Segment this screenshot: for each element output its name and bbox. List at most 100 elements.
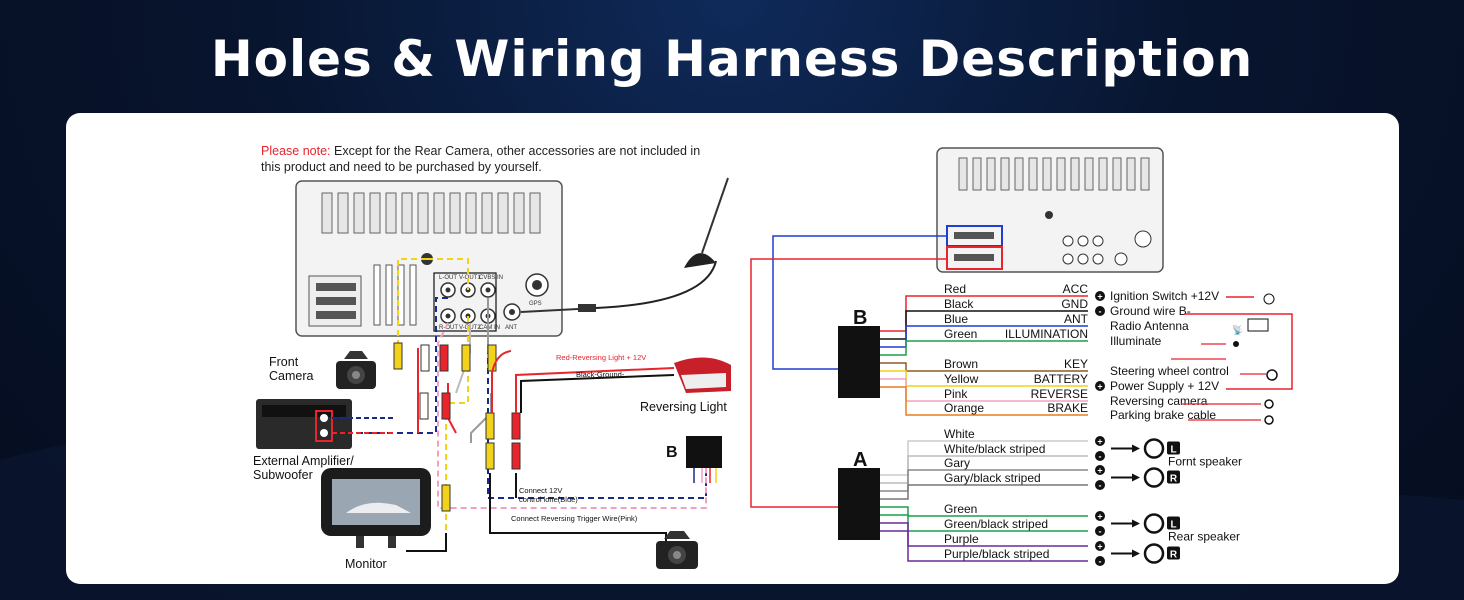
polarity-mark bbox=[1095, 541, 1105, 551]
reversing-light-wires bbox=[489, 350, 675, 548]
port-gps-label: GPS bbox=[529, 301, 542, 307]
b-wire-color: Yellow bbox=[944, 372, 979, 386]
polarity-mark bbox=[1095, 306, 1105, 316]
b-wire-function: ILLUMINATION bbox=[1005, 327, 1088, 341]
blue-route-line bbox=[772, 235, 947, 370]
port-lout-label: L-OUT bbox=[439, 275, 457, 281]
a-wire-line bbox=[880, 469, 1088, 492]
a-wire-name: White/black striped bbox=[944, 442, 1045, 456]
head-unit-back-right bbox=[936, 147, 1164, 273]
speaker-label: Fornt speaker bbox=[1168, 455, 1242, 469]
b-wire-color: Red bbox=[944, 282, 966, 296]
polarity-mark bbox=[1095, 480, 1105, 490]
speaker-side-badge bbox=[1167, 546, 1180, 560]
polarity-mark bbox=[1095, 465, 1105, 475]
camera-icon bbox=[1264, 399, 1274, 409]
speaker-side: L bbox=[1170, 520, 1176, 531]
b-wire-line bbox=[880, 310, 1088, 340]
reversing-light-icon bbox=[674, 357, 731, 393]
a-wire-line bbox=[880, 530, 1088, 562]
a-wire-row: Gary + bbox=[880, 456, 1105, 492]
b-wire-line bbox=[880, 325, 1088, 348]
b-wire-color: Orange bbox=[944, 401, 984, 415]
speaker-icon bbox=[1143, 467, 1165, 488]
a-wire-name: Gary bbox=[944, 456, 970, 470]
a-wire-row: Green/black striped - bbox=[880, 514, 1105, 537]
b-wire-color: Blue bbox=[944, 312, 968, 326]
b-wire-color: Pink bbox=[944, 387, 968, 401]
arrow-head-icon bbox=[1132, 473, 1140, 482]
front-camera-label-1: Front bbox=[269, 355, 299, 369]
polarity-mark bbox=[1095, 511, 1105, 521]
polarity-mark bbox=[1095, 291, 1105, 301]
speaker-side: R bbox=[1170, 550, 1178, 561]
b-wire-function: ANT bbox=[1064, 312, 1089, 326]
a-wire-name: Green/black striped bbox=[944, 517, 1048, 531]
b-wire-color: Green bbox=[944, 327, 977, 341]
b-wire-color: Black bbox=[944, 297, 974, 311]
polarity-symbol: - bbox=[1099, 527, 1102, 537]
b-wire-description: Power Supply + 12V bbox=[1110, 379, 1219, 393]
port-vout1-label: V-OUT1 bbox=[459, 275, 481, 281]
red-wire-label: Red-Reversing Light + 12V bbox=[556, 353, 646, 362]
a-wire-line bbox=[880, 484, 1088, 500]
polarity-symbol: + bbox=[1097, 542, 1102, 552]
small-connector-b-label: B bbox=[666, 444, 678, 461]
red-route-line bbox=[750, 258, 947, 508]
note-body: Except for the Rear Camera, other access… bbox=[261, 144, 701, 174]
b-wire-function: KEY bbox=[1064, 357, 1088, 371]
antenna-icon bbox=[520, 177, 729, 313]
a-wire-line bbox=[880, 506, 1088, 517]
battery-return-line bbox=[1184, 313, 1293, 390]
monitor-label: Monitor bbox=[345, 557, 387, 571]
a-wire-name: Purple/black striped bbox=[944, 547, 1049, 561]
a-wire-row: Purple/black striped - bbox=[880, 530, 1105, 567]
b-wire-description: Ground wire B- bbox=[1110, 304, 1191, 318]
speaker-side: L bbox=[1170, 445, 1176, 456]
connector-b: B bbox=[838, 307, 880, 398]
polarity-symbol: + bbox=[1097, 292, 1102, 302]
b-wire-function: ACC bbox=[1063, 282, 1089, 296]
rca-plugs bbox=[393, 342, 521, 512]
arrow-head-icon bbox=[1132, 519, 1140, 528]
brake-icon bbox=[1264, 415, 1274, 425]
connect-12v-label-2: control lone(Blue) bbox=[519, 495, 578, 504]
speaker-icon bbox=[1143, 513, 1165, 534]
connect-12v-label-1: Connect 12V bbox=[519, 486, 562, 495]
amplifier-label-2: Subwoofer bbox=[253, 468, 313, 482]
reversing-light-label: Reversing Light bbox=[640, 400, 727, 414]
b-wire-line bbox=[880, 340, 1088, 356]
speaker-group: R bbox=[1111, 467, 1180, 488]
polarity-symbol: + bbox=[1097, 466, 1102, 476]
a-wire-row: Gary/black striped- bbox=[880, 471, 1105, 500]
b-wire-description: Parking brake cable bbox=[1110, 408, 1216, 422]
port-ant-label: ANT bbox=[505, 325, 517, 331]
page-title: Holes & Wiring Harness Description bbox=[210, 30, 1254, 88]
b-wire-line bbox=[880, 362, 1088, 372]
b-wire-description: Ignition Switch +12V bbox=[1110, 289, 1219, 303]
connector-a-wires: White+White/black striped-Gary+Gary/blac… bbox=[880, 427, 1242, 567]
speaker-icon bbox=[1143, 438, 1165, 459]
amplifier-label-1: External Amplifier/ bbox=[253, 454, 354, 468]
antenna-icon: 📡 bbox=[1232, 324, 1243, 335]
b-wire-description: Radio Antenna bbox=[1110, 319, 1189, 333]
polarity-symbol: - bbox=[1099, 557, 1102, 567]
b-wire-description: Steering wheel control bbox=[1110, 364, 1229, 378]
a-wire-name: Green bbox=[944, 502, 977, 516]
battery-icon bbox=[1247, 318, 1269, 332]
speaker-side-badge bbox=[1167, 516, 1180, 530]
speaker-group: R bbox=[1111, 543, 1180, 564]
description-leads bbox=[1171, 343, 1266, 421]
polarity-symbol: + bbox=[1097, 512, 1102, 522]
amplifier-icon bbox=[256, 399, 396, 449]
polarity-symbol: + bbox=[1097, 437, 1102, 447]
wiring-diagram: L-OUT V-OUT1 CVBS IN R-OUT V-OUT2 CAM IN… bbox=[253, 147, 1293, 571]
note-text: Please note: Except for the Rear Camera,… bbox=[261, 143, 721, 175]
headlight-icon bbox=[1233, 341, 1239, 347]
a-wire-row: Green + bbox=[880, 502, 1105, 522]
